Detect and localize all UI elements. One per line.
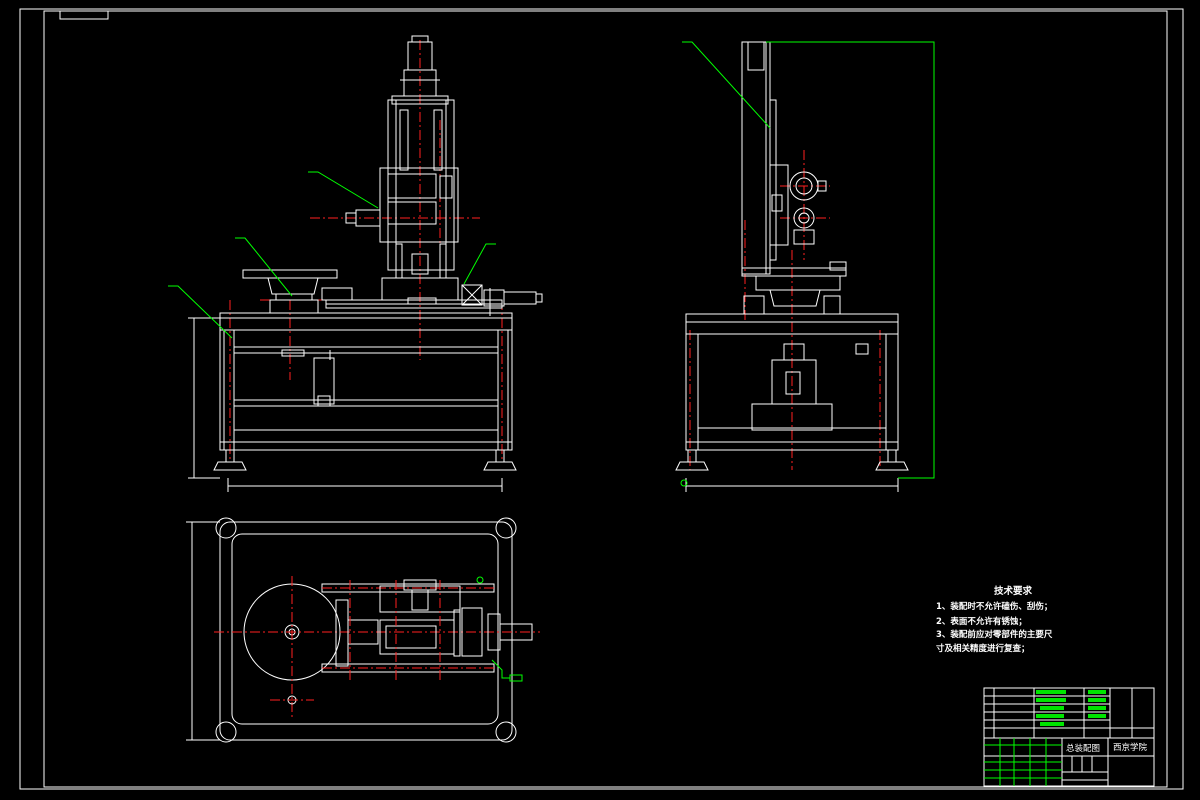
side-view-leaders bbox=[682, 41, 771, 129]
title-block: 总装配图 西京学院 bbox=[983, 687, 1155, 787]
tech-req-line-2: 2、表面不允许有锈蚀； bbox=[936, 616, 1027, 627]
sheet-border bbox=[19, 8, 1184, 790]
tech-req-line-1: 1、装配时不允许磕伤、刮伤； bbox=[936, 601, 1052, 612]
tech-req-line-3: 3、装配前应对零部件的主要尺 bbox=[936, 629, 1053, 640]
tech-req-line-4: 寸及相关精度进行复查； bbox=[936, 643, 1030, 654]
tech-req-title: 技术要求 bbox=[994, 585, 1033, 597]
technical-requirements: 技术要求 1、装配时不允许磕伤、刮伤； 2、表面不允许有锈蚀； 3、装配前应对零… bbox=[936, 585, 1053, 654]
drawing-name: 总装配图 bbox=[1066, 743, 1100, 754]
front-view bbox=[188, 35, 543, 492]
top-view bbox=[186, 517, 540, 743]
side-view bbox=[675, 41, 935, 492]
front-view-leaders bbox=[168, 171, 496, 339]
school-name: 西京学院 bbox=[1113, 742, 1148, 753]
